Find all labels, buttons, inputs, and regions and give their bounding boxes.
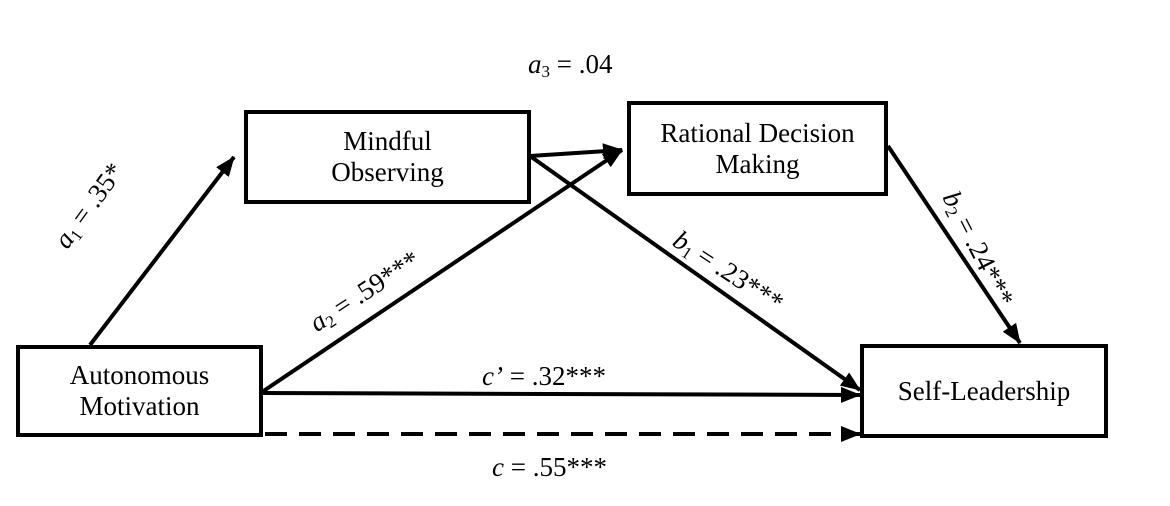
node-self-leadership: Self-Leadership [860,344,1108,438]
label-a3: a3 = .04 [528,49,613,81]
node-rational-decision-making: Rational Decision Making [627,101,888,196]
path-b2-arrow [886,144,1022,345]
label-a3-symbol: a [528,49,542,79]
label-c-prime-symbol: c’ [482,361,503,391]
label-c-prime: c’ = .32*** [482,361,606,391]
path-a1-arrow [88,155,236,347]
node-autonomous-motivation: Autonomous Motivation [16,345,263,437]
label-c: c = .55*** [492,452,607,482]
path-a2-arrow [260,148,624,394]
label-c-prime-value: = .32*** [502,361,606,391]
label-c-symbol: c [492,452,504,482]
path-c-prime-arrow [261,386,861,403]
path-a3-arrow [529,143,623,160]
node-self-leadership-line1: Self-Leadership [897,375,1071,406]
label-c-value: = .55*** [503,452,607,482]
node-mindful-observing-line1: Mindful [343,126,432,156]
node-autonomous-motivation-line2: Motivation [79,391,200,421]
path-b1-arrow [528,154,862,392]
node-rational-decision-making-line2: Making [715,148,800,179]
label-a3-sub: 3 [541,62,551,81]
label-a3-value: = .04 [550,49,613,79]
node-rational-decision-making-line1: Rational Decision [660,117,855,148]
node-mindful-observing-line2: Observing [331,157,444,187]
node-autonomous-motivation-line1: Autonomous [69,360,210,390]
node-mindful-observing: Mindful Observing [244,110,531,204]
